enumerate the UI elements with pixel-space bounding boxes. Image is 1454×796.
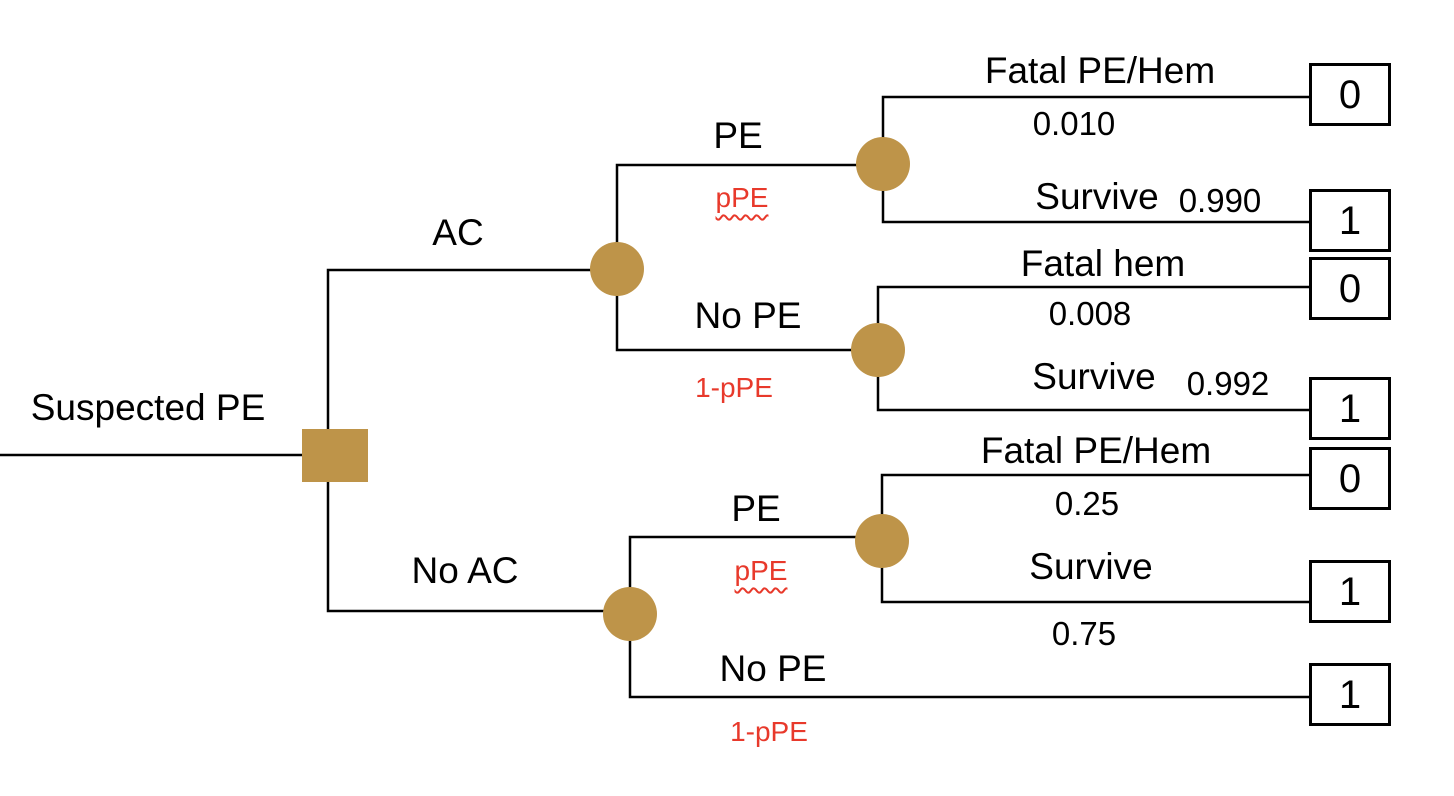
probability-ac-nope-fatal: 0.008 [1048,295,1132,332]
branch-label-ac-nope-fatal: Fatal hem [1020,243,1186,284]
branch-label-ac-nope: No PE [694,295,802,336]
probability-variable-ac-pe: pPE [715,182,769,213]
terminal-node-ac-pe-survive: 1 [1309,189,1391,252]
terminal-node-ac-nope-fatal: 0 [1309,257,1391,320]
decision-node-square [302,429,368,482]
probability-variable-ac-nope: 1-pPE [695,372,773,403]
branch-label-ac-pe-fatal: Fatal PE/Hem [984,50,1216,91]
ac-nope-branch-line [615,270,878,352]
probability-ac-pe-survive: 0.990 [1178,182,1262,219]
probability-variable-noac-nope: 1-pPE [730,716,808,747]
terminal-node-noac-nope: 1 [1309,663,1391,726]
branch-label-ac-pe-survive: Survive [1035,176,1159,217]
branch-label-noac-nope: No PE [719,648,827,689]
probability-ac-nope-survive: 0.992 [1186,365,1270,402]
chance-node-ac-nope [851,323,905,377]
branch-label-noac-pe-fatal: Fatal PE/Hem [980,430,1212,471]
branch-label-noac-pe: PE [731,488,781,529]
chance-node-ac [590,242,644,296]
chance-node-noac-pe [855,514,909,568]
branch-label-noac-pe-survive: Survive [1029,546,1153,587]
branch-label-ac: AC [432,212,484,253]
chance-node-noac [603,587,657,641]
terminal-node-noac-pe-fatal: 0 [1309,447,1391,510]
root-label: Suspected PE [30,387,266,428]
probability-variable-noac-pe: pPE [734,555,788,586]
branch-label-noac: No AC [411,550,519,591]
terminal-node-ac-nope-survive: 1 [1309,377,1391,440]
branch-label-ac-pe: PE [713,115,763,156]
probability-ac-pe-fatal: 0.010 [1032,105,1116,142]
ac-pe-branch-line [615,163,883,270]
chance-node-ac-pe [856,137,910,191]
noac-nope-branch-line [628,614,1309,699]
terminal-node-noac-pe-survive: 1 [1309,560,1391,623]
probability-noac-pe-survive: 0.75 [1051,615,1117,652]
branch-label-ac-nope-survive: Survive [1032,356,1156,397]
probability-noac-pe-fatal: 0.25 [1054,485,1120,522]
terminal-node-ac-pe-fatal: 0 [1309,63,1391,126]
